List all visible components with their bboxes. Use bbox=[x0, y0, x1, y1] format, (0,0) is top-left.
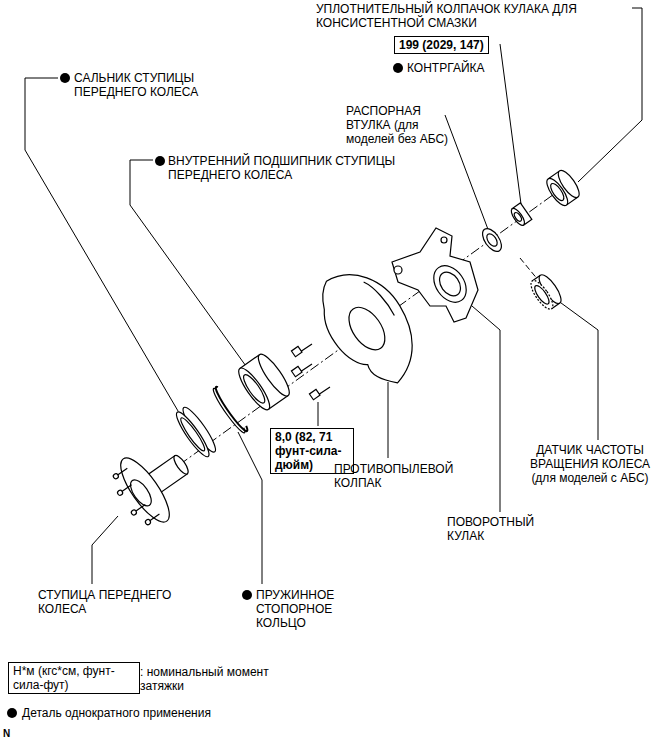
torque-box: 199 (2029, 147) bbox=[394, 36, 489, 54]
part-label: ВНУТРЕННИЙ ПОДШИПНИК СТУПИЦЫ ПЕРЕДНЕГО К… bbox=[168, 154, 398, 182]
part-label: ПОВОРОТНЫЙ КУЛАК bbox=[447, 515, 539, 543]
sensor-ring-drawing bbox=[527, 272, 565, 312]
part-label: КОНТРГАЙКА bbox=[407, 61, 517, 75]
part-label: : номинальный момент затяжки bbox=[140, 665, 270, 693]
leader-line bbox=[92, 516, 118, 584]
knuckle-drawing bbox=[392, 228, 478, 322]
legend-text: Деталь однократного применения bbox=[22, 706, 322, 720]
leader-line bbox=[500, 44, 521, 204]
seal-drawing bbox=[172, 404, 219, 460]
leader-line bbox=[472, 306, 500, 512]
part-label: ПРУЖИННОЕ СТОПОРНОЕ КОЛЬЦО bbox=[256, 588, 360, 630]
leader-line bbox=[557, 300, 598, 440]
part-label: N bbox=[3, 727, 23, 741]
leader-line bbox=[388, 382, 389, 458]
part-label: ПРОТИВОПЫЛЕВОЙ КОЛПАК bbox=[334, 462, 446, 490]
single-use-dot bbox=[155, 156, 165, 166]
part-label: СТУПИЦА ПЕРЕДНЕГО КОЛЕСА bbox=[38, 588, 200, 616]
torque-value: 199 (2029, 147) bbox=[399, 38, 484, 52]
part-label: УПЛОТНИТЕЛЬНЫЙ КОЛПАЧОК КУЛАКА ДЛЯ КОНСИ… bbox=[316, 2, 628, 30]
leader-line bbox=[130, 160, 256, 380]
bearing-drawing bbox=[234, 351, 294, 414]
leader-line bbox=[445, 115, 489, 232]
snap-ring-drawing bbox=[210, 386, 249, 436]
leader-line bbox=[25, 78, 188, 428]
bolt-drawing bbox=[291, 344, 330, 400]
leader-line bbox=[238, 432, 262, 584]
legend-dot bbox=[7, 708, 17, 718]
part-label: РАСПОРНАЯ ВТУЛКА (для моделей без АБС) bbox=[346, 104, 454, 146]
single-use-dot bbox=[393, 63, 403, 73]
part-label: ДАТЧИК ЧАСТОТЫ ВРАЩЕНИЯ КОЛЕСА (для моде… bbox=[520, 443, 660, 485]
single-use-dot bbox=[242, 590, 252, 600]
leader-line bbox=[578, 8, 642, 182]
nut-drawing bbox=[509, 203, 532, 227]
torque-value: Н*м (кгс*см, фунт-сила-фут) bbox=[13, 664, 135, 692]
part-label: САЛЬНИК СТУПИЦЫ ПЕРЕДНЕГО КОЛЕСА bbox=[74, 71, 224, 99]
single-use-dot bbox=[60, 73, 70, 83]
grease-cap-drawing bbox=[543, 167, 583, 208]
hub-drawing bbox=[103, 431, 206, 535]
axis-line bbox=[150, 184, 568, 486]
spacer-drawing bbox=[479, 225, 505, 254]
leader-line bbox=[318, 402, 319, 426]
legend-box: Н*м (кгс*см, фунт-сила-фут) bbox=[8, 662, 140, 694]
